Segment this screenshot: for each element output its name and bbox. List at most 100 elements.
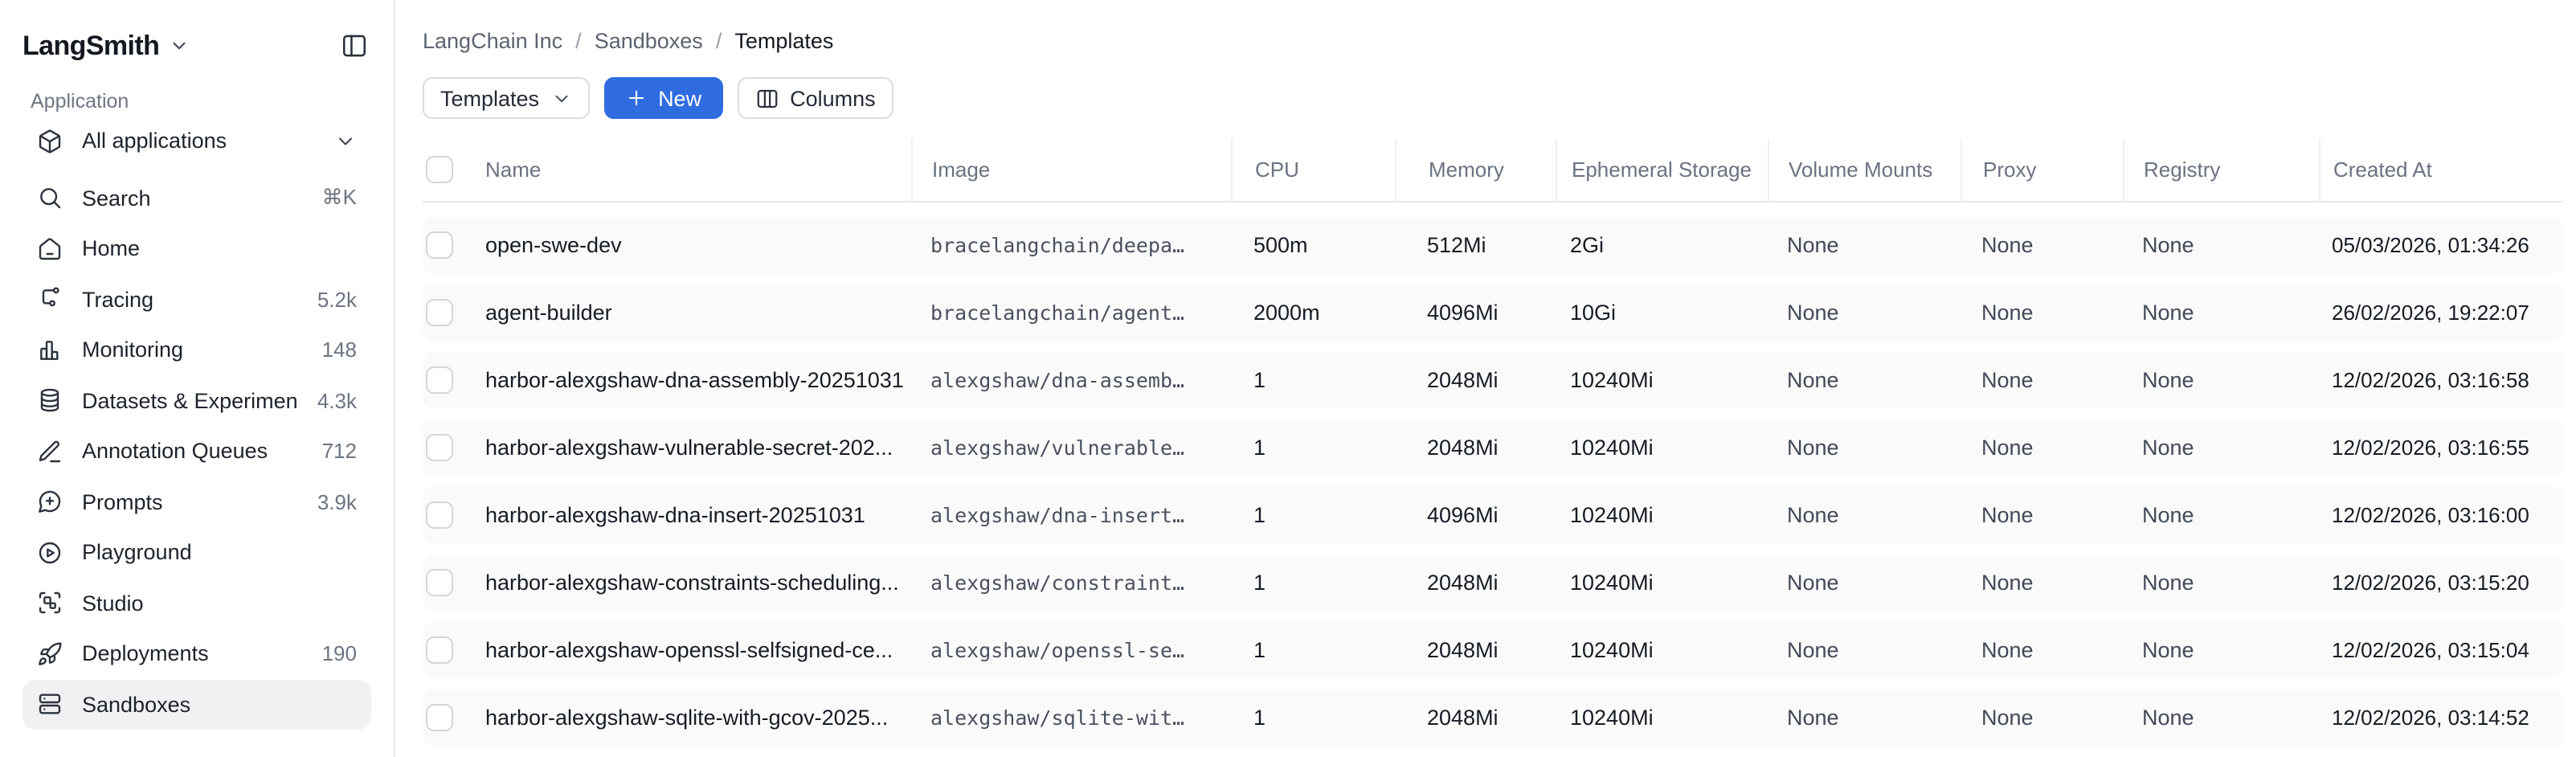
chevron-down-icon [169, 35, 190, 56]
sidebar-item-deployments[interactable]: Deployments 190 [22, 628, 371, 679]
sidebar-item-search[interactable]: Search ⌘K [22, 173, 371, 223]
cell-created-at: 12/02/2026, 03:16:55 [2332, 436, 2529, 460]
sidebar-item-all-applications[interactable]: All applications [22, 116, 371, 166]
cell-memory: 2048Mi [1427, 571, 1499, 595]
sidebar-item-sandboxes[interactable]: Sandboxes [22, 679, 371, 730]
header-memory: Memory [1395, 138, 1556, 201]
table-row[interactable]: harbor-alexgshaw-sqlite-with-gcov-2025..… [423, 689, 2563, 746]
trace-icon [37, 287, 63, 313]
breadcrumb: LangChain Inc / Sandboxes / Templates [423, 26, 2576, 55]
cell-ephemeral-storage: 10240Mi [1570, 638, 1654, 662]
message-plus-icon [37, 489, 63, 515]
row-checkbox[interactable] [426, 366, 453, 394]
cell-registry: None [2142, 301, 2194, 325]
cell-proxy: None [1981, 706, 2034, 730]
sidebar-item-monitoring[interactable]: Monitoring 148 [22, 325, 371, 375]
sidebar-item-tracing[interactable]: Tracing 5.2k [22, 274, 371, 325]
table-row[interactable]: open-swe-dev bracelangchain/deepa… 500m … [423, 217, 2563, 273]
cell-ephemeral-storage: 10240Mi [1570, 503, 1654, 527]
row-checkbox[interactable] [426, 704, 453, 731]
table-header: Name Image CPU Memory Ephemeral Storage … [423, 138, 2563, 203]
header-cpu: CPU [1231, 138, 1395, 201]
row-checkbox[interactable] [426, 231, 453, 259]
sidebar-item-annotation-queues[interactable]: Annotation Queues 712 [22, 426, 371, 477]
row-checkbox[interactable] [426, 569, 453, 596]
new-template-button[interactable]: New [603, 77, 723, 119]
table-row[interactable]: agent-builder bracelangchain/agent… 2000… [423, 284, 2563, 341]
server-icon [37, 692, 63, 718]
sidebar-item-studio[interactable]: Studio [22, 578, 371, 628]
sidebar-item-prompts[interactable]: Prompts 3.9k [22, 477, 371, 527]
table-row[interactable]: harbor-alexgshaw-constraints-scheduling.… [423, 554, 2563, 611]
sidebar-item-label: Annotation Queues [82, 439, 268, 464]
cell-created-at: 12/02/2026, 03:16:58 [2332, 368, 2529, 392]
cell-image: alexgshaw/constraint… [930, 571, 1185, 595]
cell-volume-mounts: None [1787, 503, 1839, 527]
row-checkbox[interactable] [426, 636, 453, 664]
cell-created-at: 12/02/2026, 03:15:20 [2332, 571, 2529, 595]
cell-volume-mounts: None [1787, 571, 1839, 595]
cell-volume-mounts: None [1787, 368, 1839, 392]
sidebar-toggle-button[interactable] [337, 29, 371, 63]
templates-table: Name Image CPU Memory Ephemeral Storage … [423, 138, 2563, 746]
breadcrumb-sandboxes[interactable]: Sandboxes [594, 28, 703, 52]
sidebar: LangSmith Application All applications [0, 0, 395, 757]
view-selector-label: Templates [440, 86, 540, 110]
header-ephemeral-storage: Ephemeral Storage [1556, 138, 1768, 201]
toolbar: Templates New Columns [423, 77, 2576, 119]
item-count: 4.3k [317, 388, 357, 413]
breadcrumb-separator: / [715, 28, 722, 52]
row-checkbox[interactable] [426, 299, 453, 326]
cell-name: harbor-alexgshaw-openssl-selfsigned-ce..… [485, 638, 893, 662]
header-image: Image [911, 138, 1231, 201]
cell-registry: None [2142, 233, 2194, 257]
sidebar-item-datasets-experiments[interactable]: Datasets & Experiments 4.3k [22, 375, 371, 426]
row-checkbox[interactable] [426, 434, 453, 461]
cell-volume-mounts: None [1787, 436, 1839, 460]
box-icon [37, 129, 63, 154]
cell-image: alexgshaw/openssl-se… [930, 638, 1185, 662]
header-proxy: Proxy [1961, 138, 2123, 201]
cell-name: open-swe-dev [485, 233, 622, 257]
cell-registry: None [2142, 706, 2194, 730]
cell-memory: 2048Mi [1427, 706, 1499, 730]
chevron-down-icon [550, 88, 571, 108]
cell-proxy: None [1981, 301, 2034, 325]
cell-proxy: None [1981, 436, 2034, 460]
cell-memory: 4096Mi [1427, 503, 1499, 527]
rocket-icon [37, 641, 63, 667]
table-row[interactable]: harbor-alexgshaw-openssl-selfsigned-ce..… [423, 622, 2563, 678]
sidebar-item-label: All applications [82, 129, 227, 153]
cell-volume-mounts: None [1787, 706, 1839, 730]
table-row[interactable]: harbor-alexgshaw-vulnerable-secret-202..… [423, 419, 2563, 476]
table-row[interactable]: harbor-alexgshaw-dna-assembly-20251031 a… [423, 352, 2563, 408]
cell-ephemeral-storage: 10240Mi [1570, 706, 1654, 730]
header-volume-mounts: Volume Mounts [1768, 138, 1961, 201]
sidebar-item-playground[interactable]: Playground [22, 527, 371, 578]
search-icon [37, 186, 63, 211]
cell-volume-mounts: None [1787, 301, 1839, 325]
item-count: 148 [321, 338, 357, 362]
sidebar-item-home[interactable]: Home [22, 223, 371, 274]
breadcrumb-current-templates: Templates [734, 28, 834, 52]
cell-proxy: None [1981, 638, 2034, 662]
cell-created-at: 26/02/2026, 19:22:07 [2332, 301, 2529, 325]
cell-ephemeral-storage: 10240Mi [1570, 571, 1654, 595]
breadcrumb-org[interactable]: LangChain Inc [423, 28, 563, 52]
table-row[interactable]: harbor-alexgshaw-dna-insert-20251031 ale… [423, 487, 2563, 543]
sidebar-item-label: Monitoring [82, 338, 184, 362]
cell-registry: None [2142, 503, 2194, 527]
cell-memory: 512Mi [1427, 233, 1486, 257]
workspace-switcher[interactable]: LangSmith [22, 30, 190, 62]
cell-name: harbor-alexgshaw-dna-assembly-20251031 [485, 368, 904, 392]
row-checkbox[interactable] [426, 501, 453, 529]
sidebar-nav: All applications Search ⌘K Home [22, 116, 371, 730]
item-count: 190 [321, 641, 357, 666]
select-all-checkbox[interactable] [426, 156, 453, 183]
table-body: open-swe-dev bracelangchain/deepa… 500m … [423, 203, 2563, 746]
cell-image: alexgshaw/vulnerable… [930, 436, 1185, 460]
columns-button[interactable]: Columns [737, 77, 893, 119]
view-selector-dropdown[interactable]: Templates [423, 77, 590, 119]
cell-cpu: 1 [1253, 368, 1266, 392]
